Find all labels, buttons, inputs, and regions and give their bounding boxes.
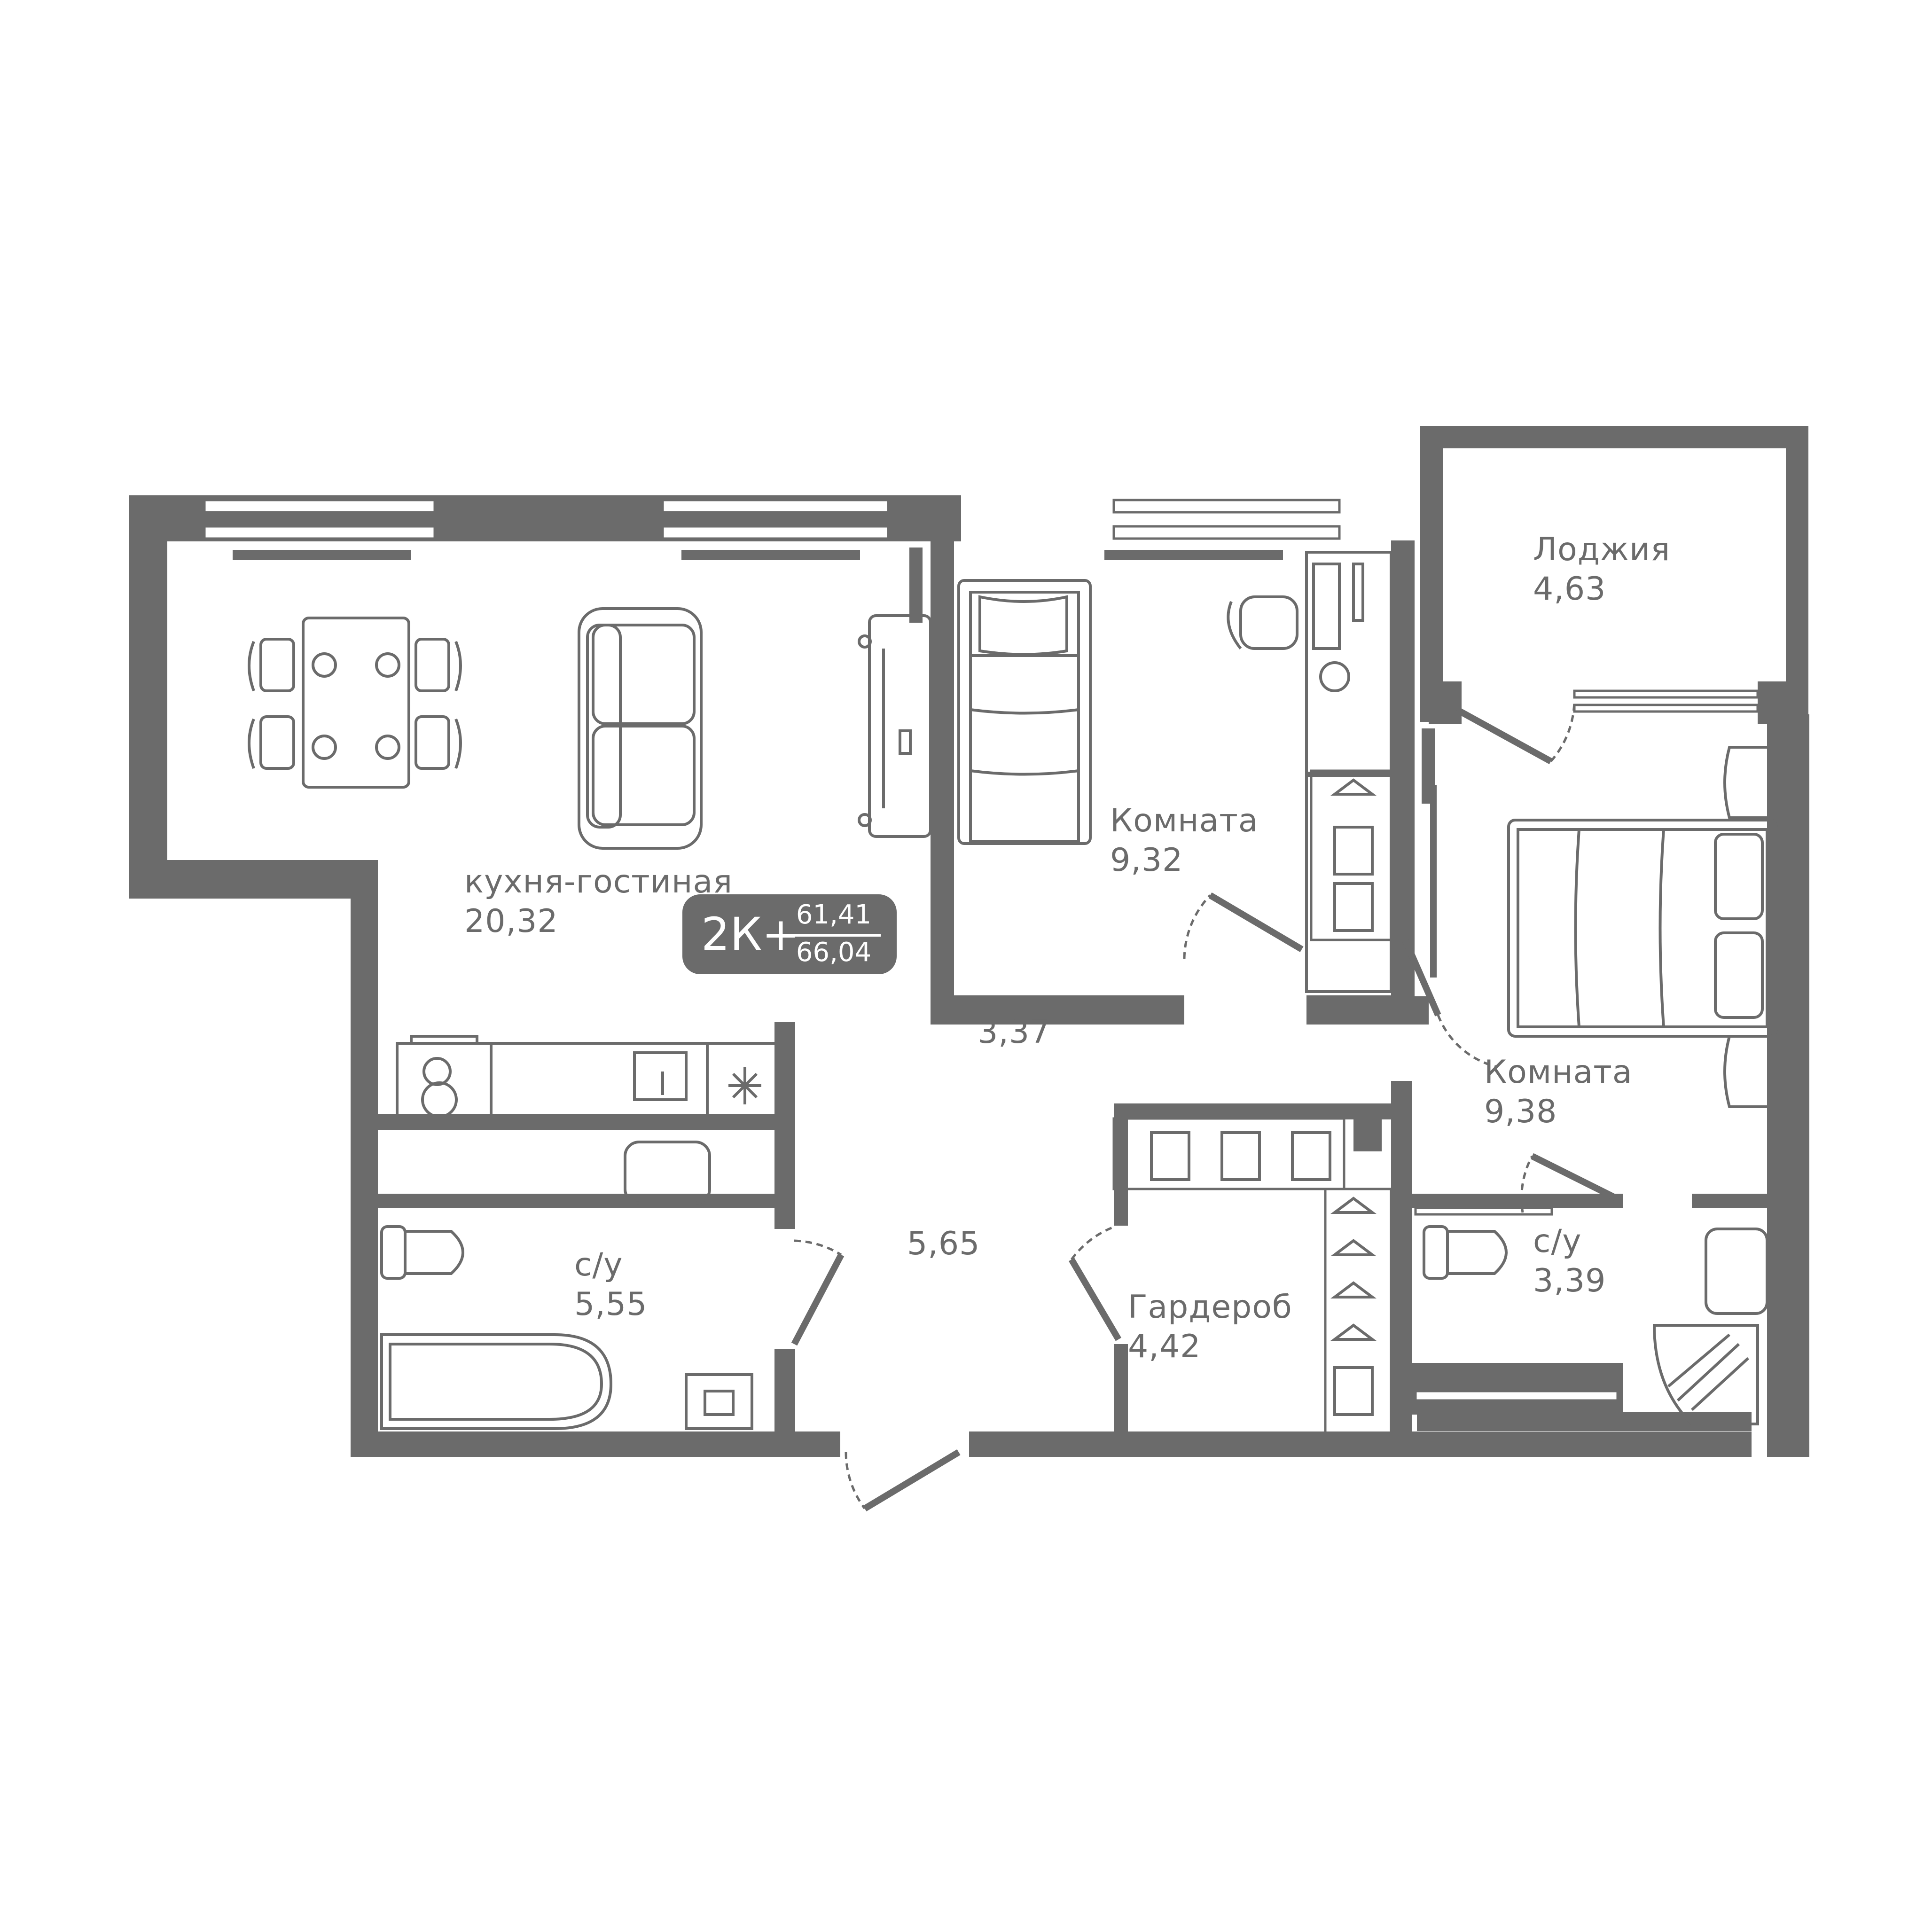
toilet-icon: [380, 1225, 1508, 1280]
room-area: 3,39: [1533, 1262, 1606, 1299]
room-name: с/у: [574, 1246, 623, 1283]
room-area: 9,38: [1484, 1093, 1557, 1130]
room-name: Комната: [1110, 802, 1259, 839]
room-area: 4,42: [1128, 1328, 1201, 1365]
room-label-bathroom-1: с/у 5,55: [574, 1245, 647, 1324]
room-area: 5,65: [907, 1225, 980, 1262]
apartment-type-badge: 2К+ 61,41 66,04: [682, 894, 897, 974]
windows: [203, 499, 1759, 1402]
room-label-kitchen-living: кухня-гостиная 20,32: [464, 862, 733, 941]
bed-icon: [957, 579, 1092, 845]
bathtub-icon: [380, 1333, 613, 1430]
room-label-wardrobe: Гардероб 4,42: [1128, 1288, 1292, 1367]
sofa-icon: [578, 607, 703, 850]
living-area: 61,41: [796, 900, 872, 930]
tv-unit-icon: [858, 614, 932, 838]
fraction-line: [787, 934, 881, 937]
room-name: Комната: [1484, 1054, 1633, 1091]
stove-icon: [396, 1035, 789, 1120]
double-bed-icon: [1507, 746, 1778, 1108]
radiators: [233, 548, 1435, 804]
doors: [791, 700, 1619, 1512]
shirt-icon: [1112, 769, 1392, 1435]
room-name: Гардероб: [1128, 1289, 1292, 1326]
room-label-bathroom-2: с/у 3,39: [1533, 1222, 1606, 1301]
sink-icon: [624, 1051, 1768, 1315]
hanger-icon: [1330, 778, 1377, 1341]
fridge-icon: [706, 1043, 761, 1119]
room-area: 4,63: [1533, 571, 1606, 608]
shower-icon: [1652, 1324, 1759, 1425]
room-count: 2К+: [701, 908, 800, 961]
walls: [129, 426, 1809, 1457]
room-area: 9,32: [1110, 842, 1183, 879]
room-label-hall-upper: 3,37: [978, 1013, 1050, 1052]
room-name: с/у: [1533, 1223, 1582, 1260]
room-label-loggia: Лоджия 4,63: [1533, 530, 1670, 609]
room-label-hall-lower: 5,65: [907, 1224, 980, 1264]
room-label-room-1: Комната 9,32: [1110, 801, 1259, 880]
total-area: 66,04: [796, 937, 872, 968]
office-chair-icon: [1227, 595, 1350, 692]
room-area: 20,32: [464, 903, 558, 940]
washing-basket-icon: [685, 1373, 753, 1430]
room-area: 3,37: [978, 1014, 1051, 1051]
room-name: Лоджия: [1533, 531, 1671, 568]
dining-table-icon: [248, 617, 462, 789]
room-name: кухня-гостиная: [464, 863, 733, 900]
room-label-room-2: Комната 9,38: [1484, 1053, 1633, 1132]
room-area: 5,55: [574, 1286, 648, 1323]
